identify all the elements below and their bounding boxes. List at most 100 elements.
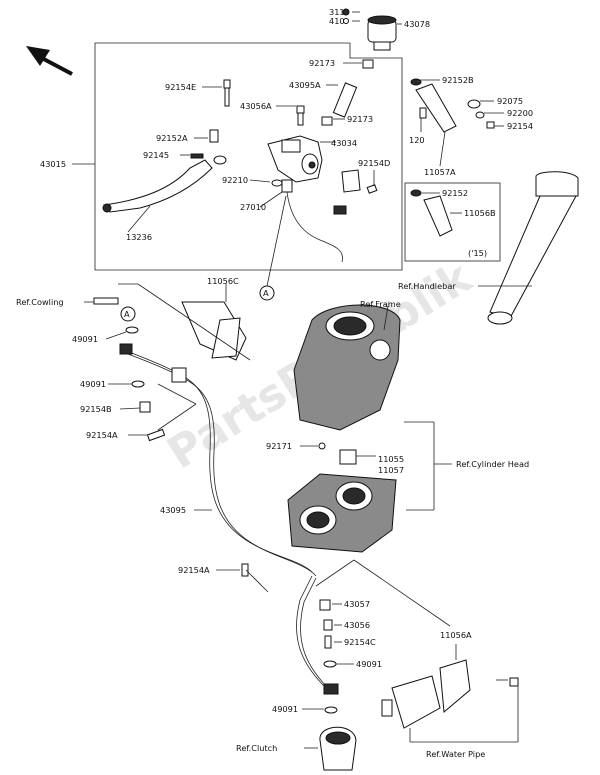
clamp-holder	[341, 169, 361, 193]
direction-arrow-icon	[26, 46, 73, 76]
washer-92075	[467, 99, 481, 109]
label-11055: 11055	[378, 454, 404, 464]
bolt-92154b	[139, 401, 151, 413]
label-92154-upper: 92154	[507, 121, 533, 131]
label-43034: 43034	[331, 138, 357, 148]
label-92154e: 92154E	[165, 82, 196, 92]
label-92210: 92210	[222, 175, 248, 185]
bracket-11056a	[381, 659, 471, 729]
label-11057a: 11057A	[424, 167, 456, 177]
label-120: 120	[409, 135, 425, 145]
label-11056a: 11056A	[440, 630, 472, 640]
bolt-92154c	[324, 635, 332, 649]
bracket-11055	[339, 449, 357, 465]
clamp-92173-upper	[362, 59, 374, 69]
hose-43095a	[332, 82, 358, 118]
handlebar	[487, 171, 579, 325]
bracket-11056b	[423, 195, 453, 237]
label-92154d: 92154D	[358, 158, 390, 168]
reference-circle-a-upper: A	[259, 285, 275, 301]
label-49091-b: 49091	[80, 379, 106, 389]
label-ref-clutch: Ref.Clutch	[236, 743, 277, 753]
label-43095a: 43095A	[289, 80, 321, 90]
bolt-water-pipe	[509, 677, 519, 687]
label-92154c: 92154C	[344, 637, 376, 647]
label-410: 410	[329, 16, 345, 26]
pivot-bolt	[213, 155, 227, 165]
bracket-11057a	[415, 83, 457, 133]
washer-49091-b	[131, 380, 145, 388]
cap-311	[342, 8, 350, 16]
slave-cylinder	[319, 726, 357, 771]
label-ref-cowling: Ref.Cowling	[16, 297, 64, 307]
label-92154b: 92154B	[80, 404, 112, 414]
bolt-92154d	[366, 184, 378, 194]
label-year-15: ('15)	[468, 248, 487, 258]
washer-49091-d	[324, 706, 338, 714]
label-11056c: 11056C	[207, 276, 239, 286]
label-11056b: 11056B	[464, 208, 496, 218]
washer-92152b	[410, 78, 422, 86]
bolt-92171	[318, 442, 326, 450]
label-49091-c: 49091	[356, 659, 382, 669]
label-27010: 27010	[240, 202, 266, 212]
svg-text:A: A	[263, 288, 269, 298]
label-ref-frame: Ref.Frame	[360, 299, 401, 309]
banjo-fitting-lower	[323, 683, 339, 695]
label-311: 311	[329, 7, 345, 17]
label-92145: 92145	[143, 150, 169, 160]
part-labels: 311 410 43078 92173 92152B 92154E 43095A…	[16, 7, 533, 759]
pivot-bushing-92152a	[209, 129, 219, 143]
reservoir-tank	[367, 15, 397, 51]
spring-92145	[190, 153, 204, 159]
label-92200: 92200	[507, 108, 533, 118]
label-43078: 43078	[404, 19, 430, 29]
connector	[333, 205, 347, 215]
label-92154a-lower: 92154A	[178, 565, 210, 575]
bolt-92154e	[223, 79, 231, 107]
frame	[293, 304, 401, 431]
washer-49091-a	[125, 326, 139, 334]
label-49091-d: 49091	[272, 704, 298, 714]
bolt-43056	[323, 619, 333, 631]
washer-410	[343, 18, 349, 24]
clamp-92173-lower	[321, 116, 333, 126]
label-92152: 92152	[442, 188, 468, 198]
bracket-11056c	[181, 301, 247, 361]
label-11057: 11057	[378, 465, 404, 475]
label-43056a: 43056A	[240, 101, 272, 111]
svg-text:A: A	[124, 309, 130, 319]
leader-lines	[72, 11, 532, 749]
bolt-92154a-lower	[241, 563, 249, 577]
label-92173-upper: 92173	[309, 58, 335, 68]
label-92152b: 92152B	[442, 75, 474, 85]
switch-27010	[281, 179, 343, 263]
washer-49091-c	[323, 660, 337, 668]
label-43056: 43056	[344, 620, 370, 630]
variant-frame-15	[404, 182, 501, 262]
label-13236: 13236	[126, 232, 152, 242]
label-43095: 43095	[160, 505, 186, 515]
label-92171: 92171	[266, 441, 292, 451]
label-ref-water-pipe: Ref.Water Pipe	[426, 749, 485, 759]
upper-assembly-frame	[94, 42, 350, 271]
label-92075: 92075	[497, 96, 523, 106]
label-92173-lower: 92173	[347, 114, 373, 124]
washer-92210	[271, 179, 283, 187]
washer-92152	[410, 189, 422, 197]
washer-92200	[475, 111, 485, 119]
label-43015: 43015	[40, 159, 66, 169]
throttle-body	[287, 473, 397, 553]
label-92154a: 92154A	[86, 430, 118, 440]
bolt-92154-upper	[486, 121, 495, 129]
reference-circle-a-lower: A	[120, 306, 136, 322]
label-49091-a: 49091	[72, 334, 98, 344]
label-ref-handlebar: Ref.Handlebar	[398, 281, 456, 291]
fitting-43057	[319, 599, 331, 611]
bolt-43056a	[296, 105, 305, 126]
label-43057: 43057	[344, 599, 370, 609]
label-92152a: 92152A	[156, 133, 188, 143]
label-ref-cylinder-head: Ref.Cylinder Head	[456, 459, 529, 469]
